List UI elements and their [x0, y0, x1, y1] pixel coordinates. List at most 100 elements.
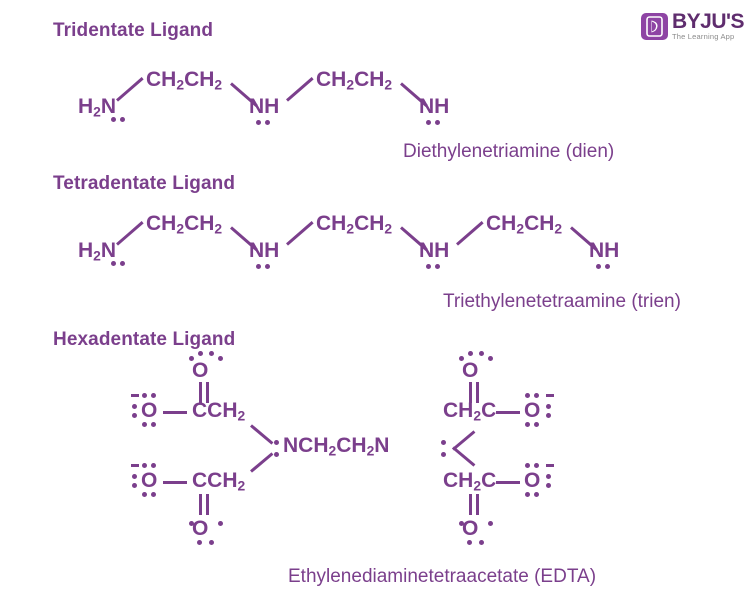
- lone-pair-dot: [534, 492, 539, 497]
- lone-pair-dot: [111, 261, 116, 266]
- atom-nh: NH: [249, 95, 280, 118]
- molecule-diethylenetriamine: H2N CH2CH2 NH CH2CH2 NH: [0, 0, 750, 160]
- byjus-logo: BYJU'S The Learning App: [641, 10, 745, 42]
- atom-cch2: CCH2: [192, 469, 246, 494]
- lone-pair-dot: [546, 404, 551, 409]
- bond-single: [163, 411, 187, 414]
- lone-pair-dot: [142, 393, 147, 398]
- byjus-logo-tagline: The Learning App: [672, 32, 735, 42]
- lone-pair-dot: [459, 521, 464, 526]
- lone-pair-dot: [189, 356, 194, 361]
- atom-ch2ch2: CH2CH2: [316, 212, 393, 237]
- lone-pair-dot: [596, 264, 601, 269]
- lone-pair-dot: [441, 452, 446, 457]
- atom-nh: NH: [589, 239, 620, 262]
- lone-pair-dot: [605, 264, 610, 269]
- atom-ch2c: CH2C: [443, 399, 497, 424]
- lone-pair-dot: [479, 351, 484, 356]
- lone-pair-dot: [120, 261, 125, 266]
- bond-double-line: [476, 494, 479, 515]
- bond-single: [496, 411, 520, 414]
- lone-pair-dot: [459, 356, 464, 361]
- atom-cch2: CCH2: [192, 399, 246, 424]
- bond-single: [250, 452, 274, 473]
- atom-ch2ch2: CH2CH2: [486, 212, 563, 237]
- lone-pair-dot: [426, 264, 431, 269]
- lone-pair-dot: [189, 521, 194, 526]
- bond-single: [163, 481, 187, 484]
- byjus-logo-wordmark: BYJU'S: [672, 10, 745, 34]
- lone-pair-dot: [132, 483, 137, 488]
- lone-pair-dot: [256, 120, 261, 125]
- lone-pair-dot: [534, 463, 539, 468]
- lone-pair-dot: [525, 463, 530, 468]
- atom-oxygen-anion: O: [524, 469, 541, 492]
- lone-pair-dot: [197, 540, 202, 545]
- bond-single: [250, 424, 274, 445]
- negative-charge: [131, 394, 139, 397]
- lone-pair-dot: [218, 356, 223, 361]
- negative-charge: [131, 464, 139, 467]
- caption-edta: Ethylenediaminetetraacetate (EDTA): [288, 566, 597, 587]
- lone-pair-dot: [142, 492, 147, 497]
- lone-pair-dot: [218, 521, 223, 526]
- atom-oxygen-carbonyl: O: [462, 359, 479, 382]
- lone-pair-dot: [488, 356, 493, 361]
- lone-pair-dot: [441, 440, 446, 445]
- bond-double-line: [199, 494, 202, 515]
- atom-oxygen-carbonyl: O: [192, 359, 209, 382]
- heading-tridentate: Tridentate Ligand: [53, 20, 214, 41]
- atom-ch2ch2: CH2CH2: [146, 68, 223, 93]
- bond-double-line: [469, 494, 472, 515]
- atom-n-center-left: NCH2CH2N: [283, 434, 390, 459]
- lone-pair-dot: [142, 422, 147, 427]
- atom-ch2c: CH2C: [443, 469, 497, 494]
- caption-triethylenetetraamine: Triethylenetetraamine (trien): [443, 291, 681, 312]
- atom-oxygen-anion: O: [524, 399, 541, 422]
- bond-double-line: [206, 382, 209, 403]
- lone-pair-dot: [546, 474, 551, 479]
- lone-pair-dot: [265, 120, 270, 125]
- atom-nh: NH: [419, 239, 450, 262]
- atom-nh: NH: [419, 95, 450, 118]
- lone-pair-dot: [546, 483, 551, 488]
- caption-diethylenetriamine: Diethylenetriamine (dien): [403, 141, 615, 162]
- lone-pair-dot: [256, 264, 261, 269]
- negative-charge: [546, 394, 554, 397]
- heading-tetradentate: Tetradentate Ligand: [53, 173, 236, 194]
- bond-double-line: [469, 382, 472, 403]
- bond-double-line: [476, 382, 479, 403]
- atom-ch2ch2: CH2CH2: [146, 212, 223, 237]
- lone-pair-dot: [132, 404, 137, 409]
- atom-oxygen-carbonyl: O: [192, 517, 209, 540]
- lone-pair-dot: [151, 463, 156, 468]
- lone-pair-dot: [534, 393, 539, 398]
- lone-pair-dot: [525, 422, 530, 427]
- lone-pair-dot: [132, 474, 137, 479]
- lone-pair-dot: [274, 452, 279, 457]
- lone-pair-dot: [209, 540, 214, 545]
- atom-h2n: H2N: [78, 95, 117, 120]
- lone-pair-dot: [111, 117, 116, 122]
- lone-pair-dot: [468, 351, 473, 356]
- bond-single: [496, 481, 520, 484]
- atom-oxygen-carbonyl: O: [462, 517, 479, 540]
- lone-pair-dot: [467, 540, 472, 545]
- atom-oxygen-anion: O: [141, 399, 158, 422]
- heading-hexadentate: Hexadentate Ligand: [53, 329, 236, 350]
- lone-pair-dot: [198, 351, 203, 356]
- lone-pair-dot: [151, 393, 156, 398]
- lone-pair-dot: [479, 540, 484, 545]
- lone-pair-dot: [435, 120, 440, 125]
- lone-pair-dot: [274, 440, 279, 445]
- bond-double-line: [206, 494, 209, 515]
- negative-charge: [546, 464, 554, 467]
- atom-ch2ch2: CH2CH2: [316, 68, 393, 93]
- molecule-triethylenetetraamine: H2N CH2CH2 NH CH2CH2 NH CH2CH2 NH: [78, 212, 620, 269]
- byjus-logo-mark: [641, 12, 668, 40]
- molecule-edta: O O CCH2 O CCH2 O NCH2CH2N O: [131, 351, 554, 545]
- lone-pair-dot: [151, 422, 156, 427]
- lone-pair-dot: [132, 413, 137, 418]
- lone-pair-dot: [120, 117, 125, 122]
- bond-single: [452, 446, 476, 467]
